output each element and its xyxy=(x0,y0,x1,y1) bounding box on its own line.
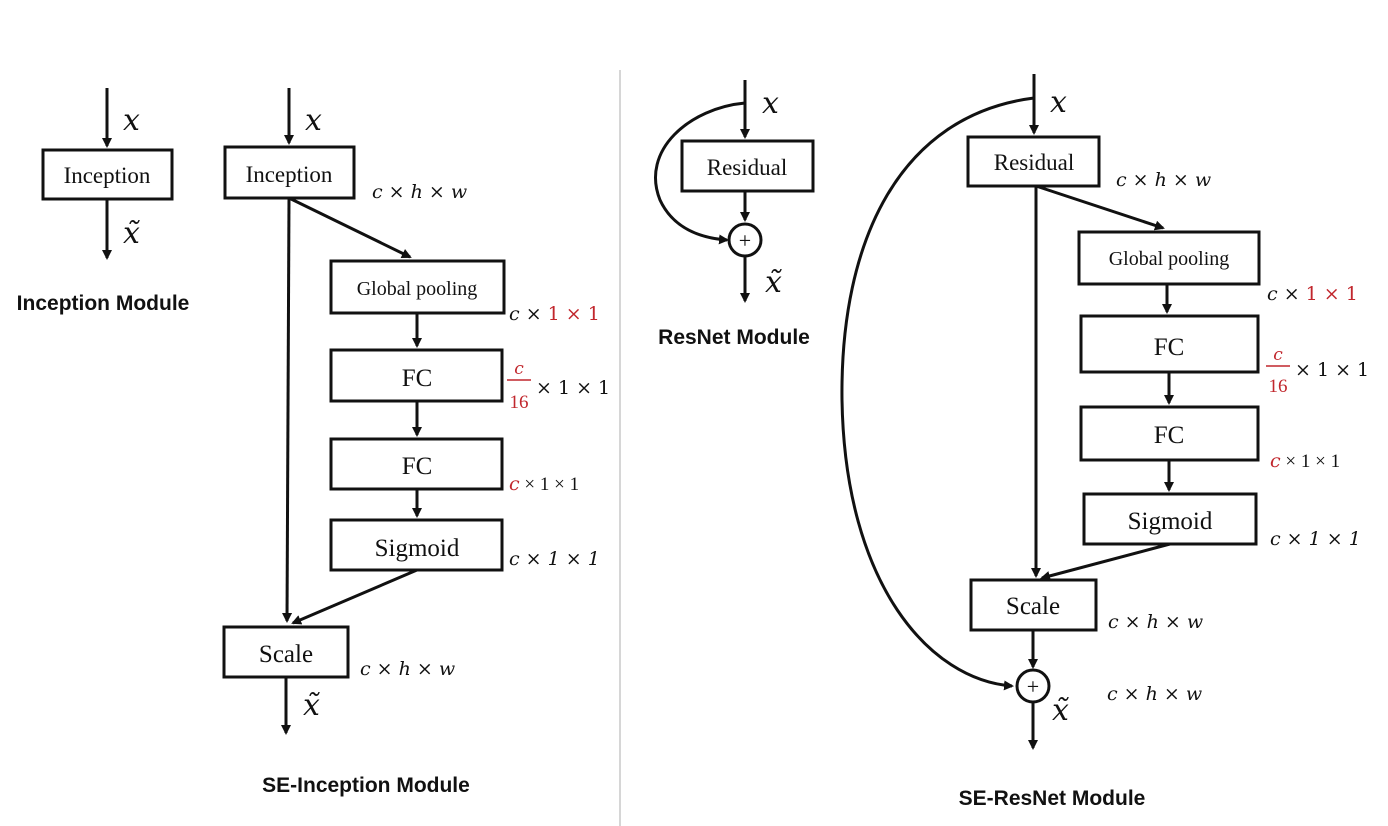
se-inception-branch-arrow xyxy=(288,196,412,259)
se-resnet-dim-fc2: c × 1 × 1 xyxy=(1270,450,1340,472)
se-inception-caption: SE-Inception Module xyxy=(262,774,470,797)
se-resnet-branch-arrow xyxy=(1035,184,1165,231)
se-inception-arrow-sigmoid-scale xyxy=(291,568,418,625)
se-resnet-dim-pool: c × 1 × 1 xyxy=(1267,283,1358,305)
se-inception-dim-scale: c × h × w xyxy=(360,658,455,680)
resnet-module: x Residual + x̃ ResNet Module xyxy=(654,80,815,349)
inception-input-label: x xyxy=(123,103,140,138)
se-resnet-dim-residual: c × h × w xyxy=(1116,169,1211,191)
se-inception-dim-fc2: c × 1 × 1 xyxy=(509,473,579,495)
resnet-caption: ResNet Module xyxy=(658,326,810,349)
se-resnet-fc2-label: FC xyxy=(1154,422,1185,449)
se-inception-fc2-block xyxy=(329,437,504,491)
inception-block xyxy=(41,148,174,201)
se-resnet-output-label: x̃ xyxy=(1052,693,1070,728)
se-resnet-dim-scale: c × h × w xyxy=(1108,611,1203,633)
se-resnet-fc1-label: FC xyxy=(1154,334,1185,361)
se-resnet-scale-label: Scale xyxy=(1006,593,1060,620)
se-resnet-arrow-sigmoid-scale xyxy=(1040,542,1171,581)
se-inception-sigmoid-label: Sigmoid xyxy=(375,535,460,562)
se-resnet-dim-sum: c × h × w xyxy=(1107,683,1202,705)
se-inception-inception-label: Inception xyxy=(246,162,333,187)
resnet-residual-label: Residual xyxy=(707,155,788,180)
se-inception-global-pooling-label: Global pooling xyxy=(357,278,478,300)
se-inception-global-pooling-block xyxy=(329,259,506,315)
inception-caption: Inception Module xyxy=(17,292,190,315)
se-resnet-caption: SE-ResNet Module xyxy=(959,787,1146,810)
se-resnet-fc1-block xyxy=(1079,314,1260,374)
resnet-skip-connection xyxy=(654,101,746,245)
se-inception-scale-label: Scale xyxy=(259,641,313,668)
resnet-residual-block xyxy=(680,139,815,193)
se-resnet-dim-fc1-rest: × 1 × 1 xyxy=(1295,359,1369,381)
se-resnet-sigmoid-label: Sigmoid xyxy=(1128,508,1213,535)
se-inception-input-label: x xyxy=(305,103,322,138)
se-resnet-global-pooling-block xyxy=(1077,230,1261,286)
se-inception-sigmoid-block xyxy=(329,518,504,572)
se-inception-dim-inception: c × h × w xyxy=(372,181,467,203)
se-resnet-sum-label: + xyxy=(1027,674,1039,699)
se-inception-identity-path xyxy=(282,197,293,623)
se-inception-output-label: x̃ xyxy=(303,688,321,723)
se-inception-fc1-label: FC xyxy=(402,365,433,392)
se-resnet-input-label: x xyxy=(1050,85,1067,120)
se-inception-module: x Inception c × h × w Global pooling c ×… xyxy=(222,88,610,797)
inception-output-label: x̃ xyxy=(123,216,141,251)
resnet-sum-label: + xyxy=(739,228,751,253)
se-resnet-global-pooling-label: Global pooling xyxy=(1109,248,1230,270)
se-inception-dim-fc1-num: c xyxy=(514,359,524,379)
se-inception-dim-fc1-den: 16 xyxy=(510,392,529,413)
se-inception-fc2-label: FC xyxy=(402,453,433,480)
inception-block-label: Inception xyxy=(64,163,151,188)
se-resnet-residual-label: Residual xyxy=(994,150,1075,175)
se-resnet-residual-block xyxy=(966,135,1101,188)
se-inception-fc1-block xyxy=(329,348,504,403)
se-inception-dim-sigmoid: c × 1 × 1 xyxy=(509,548,600,570)
resnet-input-label: x xyxy=(762,86,779,121)
inception-module: x Inception x̃ Inception Module xyxy=(17,88,190,315)
resnet-output-label: x̃ xyxy=(765,265,783,300)
se-inception-dim-fc1-rest: × 1 × 1 xyxy=(536,377,610,399)
se-resnet-dim-sigmoid: c × 1 × 1 xyxy=(1270,528,1361,550)
se-resnet-dim-fc1-den: 16 xyxy=(1269,376,1288,397)
se-inception-scale-block xyxy=(222,625,350,679)
se-resnet-module: x Residual c × h × w Global pooling c × … xyxy=(840,74,1369,810)
se-inception-dim-pool: c × 1 × 1 xyxy=(509,303,600,325)
se-resnet-skip-connection xyxy=(840,96,1035,691)
se-resnet-fc2-block xyxy=(1079,405,1260,462)
se-resnet-dim-fc1-num: c xyxy=(1273,345,1283,365)
